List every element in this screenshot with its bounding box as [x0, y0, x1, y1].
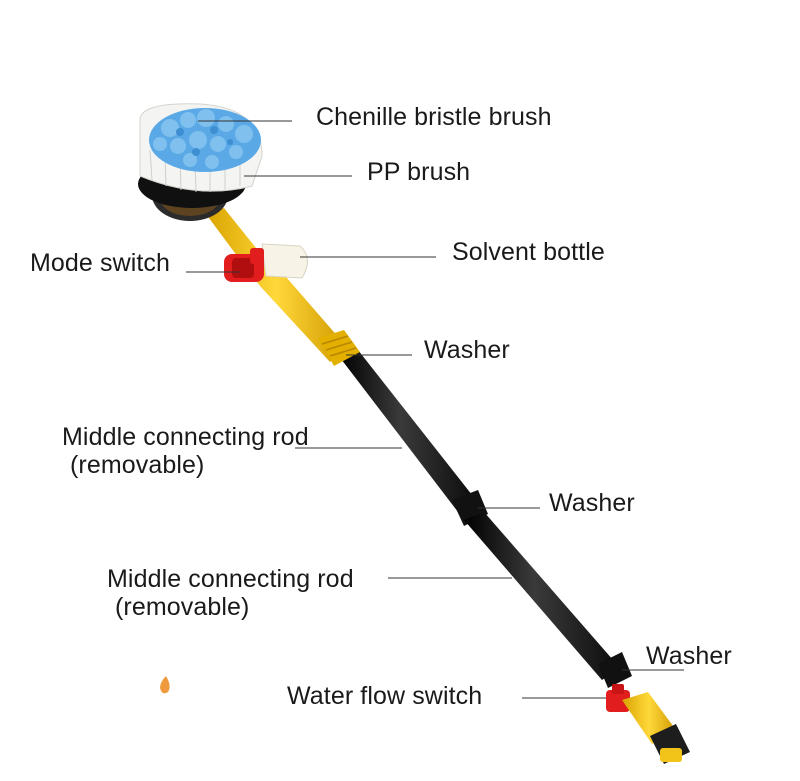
label-middle-rod-lower-title: Middle connecting rod	[107, 565, 354, 593]
water-flow-switch	[606, 684, 630, 712]
yellow-handle	[206, 208, 360, 366]
orange-droplet	[160, 676, 170, 694]
label-middle-rod-upper-title: Middle connecting rod	[62, 423, 309, 451]
label-middle-rod-upper: Middle connecting rod (removable)	[62, 423, 309, 479]
label-water-flow-switch: Water flow switch	[287, 682, 483, 710]
label-solvent-bottle: Solvent bottle	[452, 238, 605, 266]
brush-head	[138, 103, 263, 221]
label-washer-middle: Washer	[549, 489, 635, 517]
label-pp-brush: PP brush	[367, 158, 471, 186]
label-mode-switch: Mode switch	[30, 249, 171, 277]
washer-lower	[598, 652, 632, 688]
hose-connector	[622, 692, 690, 764]
mode-switch-knob	[224, 248, 264, 282]
label-middle-rod-lower-note: (removable)	[115, 593, 250, 621]
label-washer-lower: Washer	[646, 642, 732, 670]
label-chenille-bristle-brush: Chenille bristle brush	[316, 103, 552, 131]
leader-lines	[186, 120, 684, 699]
label-washer-upper: Washer	[424, 336, 510, 364]
chenille-bristles	[153, 109, 253, 169]
middle-connecting-rod-upper	[338, 350, 476, 512]
label-middle-rod-upper-note: (removable)	[70, 451, 205, 479]
middle-connecting-rod-lower	[464, 512, 620, 680]
solvent-bottle	[261, 243, 308, 279]
label-middle-rod-lower: Middle connecting rod (removable)	[107, 565, 354, 621]
